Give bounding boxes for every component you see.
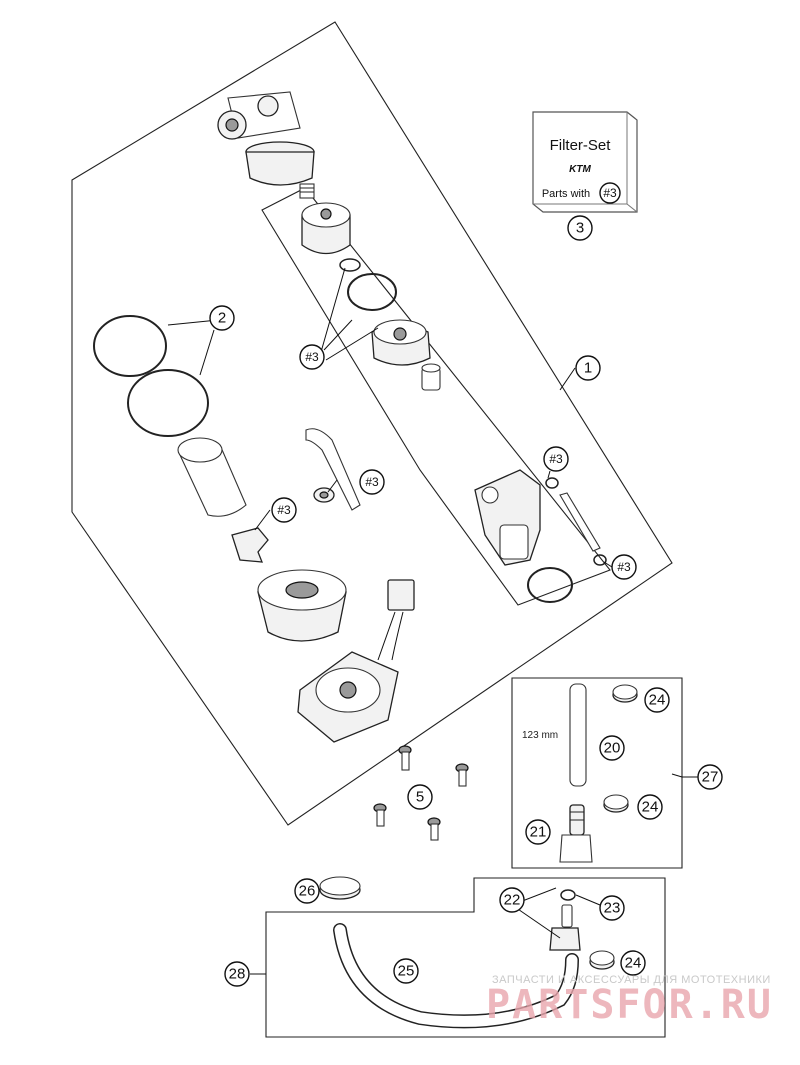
svg-text:#3: #3 [617,560,631,574]
callout-26: 26 [294,878,320,904]
subassembly-frame [261,187,611,606]
svg-text:28: 28 [229,966,246,983]
callout-2: 2 [209,305,235,331]
svg-text:24: 24 [642,799,659,816]
retainer-bracket [231,527,269,563]
hose-length-label: 123 mm [522,730,558,741]
pump-cup [257,569,347,642]
pump-head [217,91,315,186]
regulator-tube [559,492,601,552]
filter-set-parts-text: Parts with [542,188,590,200]
screw-4 [427,817,441,841]
svg-text:3: 3 [576,220,584,237]
sleeve [421,363,441,391]
regulator-o-ring-top [545,477,559,489]
callout-3: 3 [567,215,593,241]
svg-text:20: 20 [604,740,621,757]
callout-27: 27 [697,764,723,790]
hose-kit-frame [511,677,683,869]
filter-set-brand-logo: KTM [569,164,591,175]
pump-sleeve [177,437,247,517]
screw-3 [373,803,387,827]
callout-23: 23 [599,895,625,921]
hose-clamp-24b [603,794,629,813]
svg-text:22: 22 [504,892,521,909]
quick-coupler-21 [559,804,593,863]
pump-flange [297,651,399,743]
svg-text:24: 24 [649,692,666,709]
svg-text:26: 26 [299,883,316,900]
svg-text:#3: #3 [305,350,319,364]
connector-22 [549,904,581,951]
regulator-o-ring-large [527,567,573,603]
callout-22: 22 [499,887,525,913]
fuel-hose-25-inner [334,924,578,1027]
screw-2 [455,763,469,787]
svg-text:2: 2 [218,310,226,327]
small-o-ring [339,258,361,272]
callout-21: 21 [525,819,551,845]
watermark-tagline: ЗАПЧАСТИ И АКСЕССУАРЫ ДЛЯ МОТОТЕХНИКИ [492,974,771,986]
hose-20 [569,683,587,787]
wire-connector [377,579,415,661]
callout-24-top: 24 [644,687,670,713]
svg-text:25: 25 [398,963,415,980]
filter-set-parts-ref: #3 [603,186,617,200]
ref-3-clamp: #3 [359,469,385,495]
callout-24-bottom: 24 [620,950,646,976]
o-ring-23 [560,889,576,901]
filter-spring [299,183,315,199]
regulator-o-ring-bottom [593,554,607,566]
main-assembly-frame [71,21,673,826]
tank-o-ring-lower [127,369,209,437]
svg-text:24: 24 [625,955,642,972]
svg-text:27: 27 [702,769,719,786]
hose-clamp-26 [319,876,361,900]
callout-25: 25 [393,958,419,984]
svg-text:#3: #3 [365,475,379,489]
ref-3-bracket: #3 [271,497,297,523]
filter-set-title: Filter-Set [550,137,612,154]
small-clamp [313,487,335,503]
callout-1: 1 [575,355,601,381]
ref-3-left: #3 [299,344,325,370]
hose-clamp-24a [612,684,638,703]
filter-set-box: Filter-Set KTM Parts with #3 [532,111,638,213]
pressure-regulator [474,469,541,566]
fuel-filter [301,202,351,255]
watermark-site: PARTSFOR.RU [486,982,773,1028]
filter-o-ring [347,273,397,311]
ref-3-regulator-top: #3 [543,446,569,472]
svg-text:1: 1 [584,360,592,377]
ref-3-regulator-bottom: #3 [611,554,637,580]
hose-clamp-24c [589,950,615,970]
filter-housing [371,319,431,366]
callout-5: 5 [407,784,433,810]
tank-o-ring-upper [93,315,167,377]
callout-24-middle: 24 [637,794,663,820]
svg-text:5: 5 [416,789,424,806]
svg-text:#3: #3 [549,452,563,466]
svg-text:#3: #3 [277,503,291,517]
svg-text:23: 23 [604,900,621,917]
spring-clip [305,428,361,511]
callout-20: 20 [599,735,625,761]
callout-28: 28 [224,961,250,987]
screw-1 [398,745,412,771]
hose-line-frame [265,877,666,1038]
svg-text:21: 21 [530,824,547,841]
